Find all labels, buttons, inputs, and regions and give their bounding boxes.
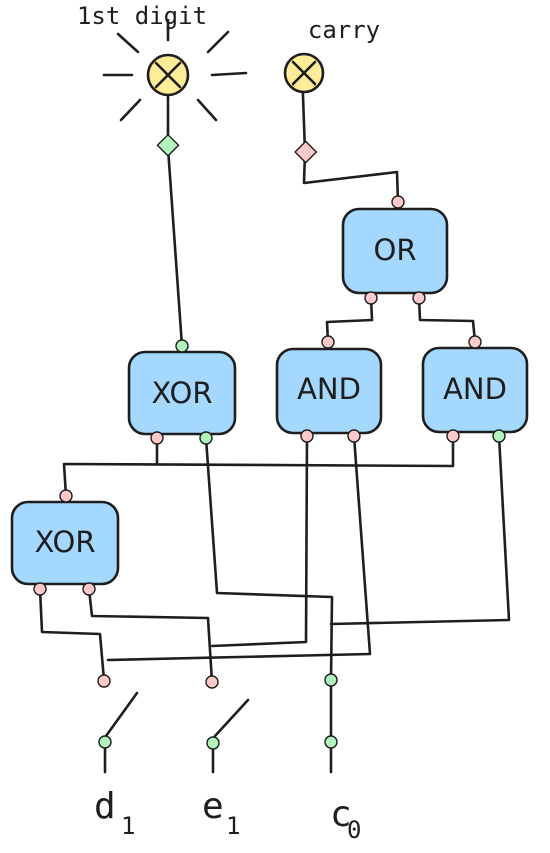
input-switch-c0[interactable]: c 0 [324,673,361,844]
wire-and-left-to-d1 [210,434,309,648]
gate-xor-bottom: XOR [10,500,120,586]
wire-xor-bottom-to-e1 [87,587,214,684]
or-output-port [391,195,405,209]
light-rays [102,18,248,122]
digit-bulb-icon [146,53,190,97]
switch-d1-lever[interactable] [104,691,139,738]
switch-c0-bottom-contact [324,735,338,749]
input-c-label: c [330,794,352,835]
wire-or-to-and-right [417,296,477,344]
xor-bottom-output-port [59,489,73,503]
gate-and-left-label: AND [297,372,361,406]
switch-e1-lever[interactable] [213,698,250,738]
and-right-input-port-2 [492,429,506,443]
wire-partial-sum-bus [62,434,455,498]
wire-carry-output [300,66,400,204]
or-input-port-1 [364,291,378,305]
xor-bottom-input-port-2 [82,582,96,596]
input-d-label: d [94,786,116,827]
xor-top-input-port-2 [199,431,213,445]
gate-and-left: AND [275,347,383,435]
digit-output-label: 1st digit [77,2,207,30]
and-left-input-port-2 [347,429,361,443]
input-e-label: e [202,786,224,827]
and-right-input-port-1 [446,429,460,443]
xor-top-output-port [175,339,189,353]
gate-xor-top: XOR [127,350,237,436]
carry-output-label: carry [308,16,380,44]
wire-and-left-to-e1 [106,434,372,662]
input-switch-e1[interactable]: e 1 [202,675,250,840]
and-right-output-port [468,335,482,349]
switch-e1-top-contact [205,675,219,689]
switch-c0-top-contact [324,673,338,687]
gate-xor-bottom-label: XOR [35,525,96,559]
wire-and-right-to-c0 [329,434,511,626]
input-d-subscript: 1 [121,812,135,840]
input-switch-d1[interactable]: d 1 [94,674,139,840]
carry-bulb-icon [283,52,325,94]
input-e-subscript: 1 [226,812,240,840]
switch-e1-bottom-contact [206,736,220,750]
wire-xor-bottom-to-d1 [38,587,106,682]
input-c-subscript: 0 [347,816,361,844]
and-left-output-port [321,335,335,349]
wire-or-to-and-left [325,296,374,344]
gate-and-right: AND [421,346,529,434]
carry-bulb: carry [283,16,380,94]
wire-digit-output [166,66,184,348]
switch-d1-top-contact [97,674,111,688]
carry-diamond-connector [294,140,318,164]
gate-and-right-label: AND [443,372,507,406]
or-input-port-2 [412,291,426,305]
wire-xor-top-to-c0 [204,436,334,682]
gate-or: OR [341,207,449,295]
gate-or-label: OR [374,233,417,267]
switch-d1-bottom-contact [98,735,112,749]
and-left-input-port-1 [300,429,314,443]
ports [33,133,506,596]
xor-top-input-port-1 [150,431,164,445]
gate-xor-top-label: XOR [152,376,213,410]
xor-bottom-input-port-1 [33,582,47,596]
digit-bulb: 1st digit [77,2,248,122]
digit-diamond-connector [156,133,180,157]
